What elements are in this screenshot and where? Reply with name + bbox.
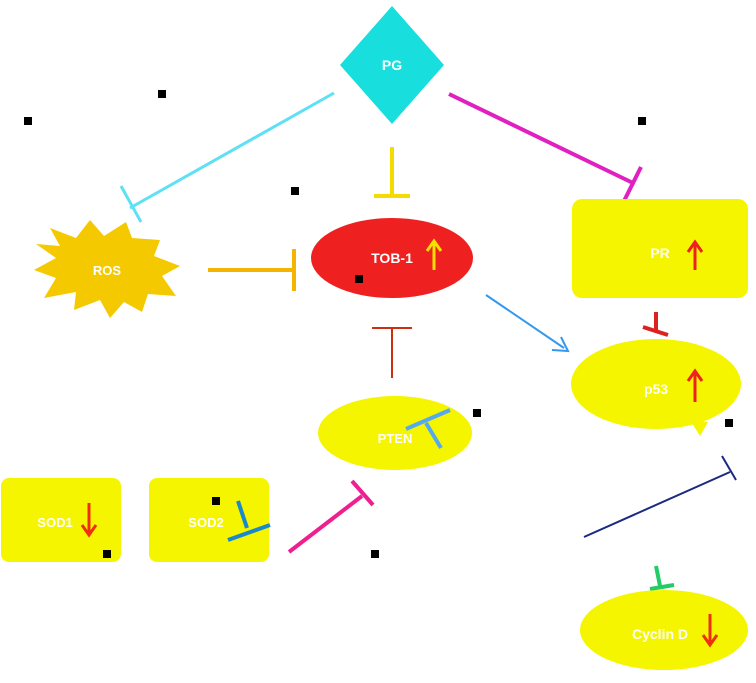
sod1-label: SOD1	[37, 515, 72, 530]
node-p53: p53	[571, 339, 741, 436]
marker-square	[158, 90, 166, 98]
node-ros: ROS	[34, 220, 180, 318]
edge-tob1-activates-p53	[485, 294, 570, 353]
edge-ros-inhibits-tob1	[208, 249, 296, 291]
edge-pg-inhibits-ros	[119, 91, 335, 223]
marker-square	[371, 550, 379, 558]
bar-above-cyclind	[649, 565, 675, 591]
marker-square	[473, 409, 481, 417]
down-arrow-icon	[701, 614, 719, 648]
pten-inhibition-bar	[405, 408, 451, 450]
up-arrow-icon	[686, 368, 704, 402]
down-arrow-icon	[80, 503, 98, 538]
p53-label: p53	[644, 381, 668, 397]
up-arrow-icon	[686, 239, 704, 270]
marker-square	[212, 497, 220, 505]
marker-square	[291, 187, 299, 195]
sod2-inhibition-bar	[227, 500, 271, 542]
marker-square	[725, 419, 733, 427]
marker-square	[638, 117, 646, 125]
edge-p53-inhibits-cyclind	[583, 455, 737, 538]
marker-square	[103, 550, 111, 558]
node-tob1: TOB-1	[311, 218, 473, 298]
node-sod2: SOD2	[149, 478, 271, 562]
node-pr: PR	[572, 199, 748, 298]
pten-label: PTEN	[378, 431, 413, 446]
edge-pg-inhibits-tob1	[374, 147, 410, 198]
tob1-label: TOB-1	[371, 250, 413, 266]
marker-squares	[24, 90, 733, 558]
node-sod1: SOD1	[1, 478, 121, 562]
up-arrow-icon	[425, 238, 443, 270]
node-cyclind: Cyclin D	[580, 590, 748, 670]
edge-pten-inhibits-tob1	[372, 327, 412, 378]
node-pten: PTEN	[318, 396, 472, 470]
marker-square	[355, 275, 363, 283]
pr-label: PR	[650, 245, 669, 261]
pg-label: PG	[382, 57, 402, 73]
cyclind-label: Cyclin D	[632, 626, 688, 642]
edge-pg-inhibits-pr	[448, 92, 643, 208]
node-pg: PG	[340, 6, 444, 124]
edge-pr-inhibits-p53	[642, 312, 669, 337]
edge-sod2-inhibits-pten	[287, 479, 375, 554]
marker-square	[24, 117, 32, 125]
sod2-label: SOD2	[188, 515, 223, 530]
ros-label: ROS	[93, 263, 122, 278]
